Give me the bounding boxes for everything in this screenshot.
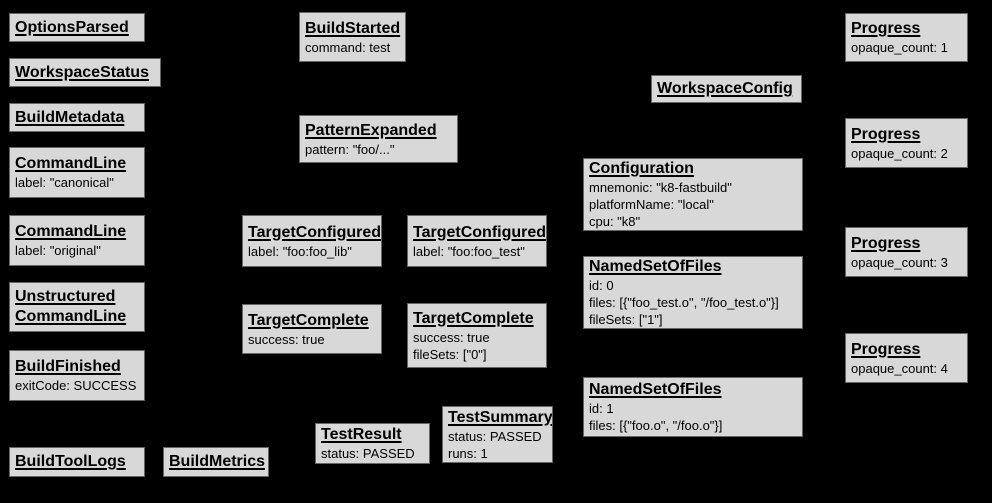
node-progress-1: Progress opaque_count: 1 [845, 13, 968, 62]
node-fields: opaque_count: 2 [851, 145, 962, 162]
node-field: fileSets: ["1"] [589, 312, 663, 327]
node-title: WorkspaceStatus [15, 63, 149, 81]
node-title: WorkspaceConfig [657, 80, 793, 97]
node-fields: status: PASSED [321, 445, 424, 462]
node-title: TestSummary [448, 408, 553, 426]
node-fields: mnemonic: "k8-fastbuild" platformName: "l… [589, 179, 797, 230]
node-target-complete-lib: TargetComplete success: true [242, 304, 382, 354]
node-field: opaque_count: 1 [851, 40, 948, 55]
node-workspace-config: WorkspaceConfig [651, 75, 802, 103]
node-title: BuildMetadata [15, 108, 125, 126]
node-title: Unstructured CommandLine [15, 288, 127, 325]
node-field: platformName: "local" [589, 197, 714, 212]
node-target-configured-foo-test: TargetConfigured label: "foo:foo_test" [407, 215, 547, 267]
node-field: label: "canonical" [15, 175, 114, 190]
node-named-set-of-files-1: NamedSetOfFiles id: 1 files: [{"foo.o", "… [583, 377, 803, 437]
node-options-parsed: OptionsParsed [9, 13, 145, 42]
node-field: label: "foo:foo_test" [413, 243, 525, 259]
node-title: Progress [851, 125, 921, 143]
node-workspace-status: WorkspaceStatus [9, 58, 161, 87]
node-title: NamedSetOfFiles [589, 381, 722, 398]
node-field: opaque_count: 4 [851, 360, 948, 376]
node-fields: opaque_count: 1 [851, 39, 962, 56]
node-title: CommandLine [15, 223, 127, 240]
node-title: Progress [851, 234, 921, 252]
node-command-line-canonical: CommandLine label: "canonical" [9, 147, 145, 198]
node-build-started: BuildStarted command: test [299, 12, 406, 62]
node-fields: pattern: "foo/..." [305, 141, 452, 158]
node-fields: opaque_count: 3 [851, 254, 962, 271]
node-fields: id: 1 files: [{"foo.o", "/foo.o"}] [589, 400, 797, 434]
node-title: BuildFinished [15, 358, 121, 375]
node-field: mnemonic: "k8-fastbuild" [589, 180, 732, 195]
node-fields: label: "foo:foo_lib" [248, 243, 376, 260]
node-field: pattern: "foo/..." [305, 141, 395, 157]
node-title: TargetComplete [413, 309, 534, 327]
node-field: command: test [305, 39, 391, 55]
node-fields: success: true [248, 331, 376, 348]
node-progress-3: Progress opaque_count: 3 [845, 227, 968, 277]
node-field: files: [{"foo_test.o", "/foo_test.o"}] [589, 295, 779, 310]
node-field: id: 0 [589, 278, 614, 293]
node-fields: opaque_count: 4 [851, 360, 962, 377]
node-field: status: PASSED [321, 446, 415, 461]
node-title: Progress [851, 20, 921, 37]
node-named-set-of-files-0: NamedSetOfFiles id: 0 files: [{"foo_test.… [583, 256, 803, 329]
node-title: TestResult [321, 426, 402, 443]
node-title: TargetConfigured [413, 223, 547, 241]
node-fields: label: "original" [15, 242, 139, 259]
node-build-tool-logs: BuildToolLogs [9, 447, 145, 477]
node-fields: id: 0 files: [{"foo_test.o", "/foo_test.o… [589, 277, 797, 328]
node-field: runs: 1 [448, 445, 488, 461]
node-build-metadata: BuildMetadata [9, 103, 145, 132]
node-field: success: true [248, 331, 325, 347]
node-field: status: PASSED [448, 428, 542, 444]
node-title: BuildToolLogs [15, 453, 126, 470]
node-title: TargetComplete [248, 311, 369, 329]
node-configuration: Configuration mnemonic: "k8-fastbuild" pl… [583, 158, 803, 231]
node-field: id: 1 [589, 401, 614, 416]
node-fields: label: "canonical" [15, 174, 139, 191]
node-title: NamedSetOfFiles [589, 258, 722, 275]
node-pattern-expanded: PatternExpanded pattern: "foo/..." [299, 115, 458, 163]
node-command-line-original: CommandLine label: "original" [9, 215, 145, 266]
node-build-metrics: BuildMetrics [163, 447, 269, 477]
node-progress-2: Progress opaque_count: 2 [845, 118, 968, 168]
node-title: CommandLine [15, 155, 127, 172]
node-build-finished: BuildFinished exitCode: SUCCESS [9, 350, 145, 401]
node-field: label: "foo:foo_lib" [248, 243, 352, 259]
node-test-result: TestResult status: PASSED [315, 423, 430, 464]
node-target-configured-foo-lib: TargetConfigured label: "foo:foo_lib" [242, 215, 382, 267]
node-title: TargetConfigured [248, 223, 382, 241]
node-field: opaque_count: 2 [851, 145, 948, 161]
node-field: success: true [413, 329, 490, 345]
node-field: fileSets: ["0"] [413, 346, 487, 362]
node-fields: label: "foo:foo_test" [413, 243, 541, 260]
node-title: BuildMetrics [169, 453, 266, 470]
node-field: opaque_count: 3 [851, 254, 948, 270]
node-title: PatternExpanded [305, 121, 437, 139]
node-fields: exitCode: SUCCESS [15, 377, 139, 394]
node-unstructured-command-line: Unstructured CommandLine [9, 282, 145, 332]
node-title: OptionsParsed [15, 18, 129, 36]
node-progress-4: Progress opaque_count: 4 [845, 333, 968, 383]
node-fields: command: test [305, 39, 400, 56]
node-field: label: "original" [15, 243, 101, 258]
node-title: BuildStarted [305, 19, 401, 37]
node-field: cpu: "k8" [589, 214, 641, 229]
node-field: files: [{"foo.o", "/foo.o"}] [589, 418, 723, 433]
node-field: exitCode: SUCCESS [15, 378, 137, 393]
node-title: Configuration [589, 160, 694, 177]
node-title: Progress [851, 340, 921, 358]
